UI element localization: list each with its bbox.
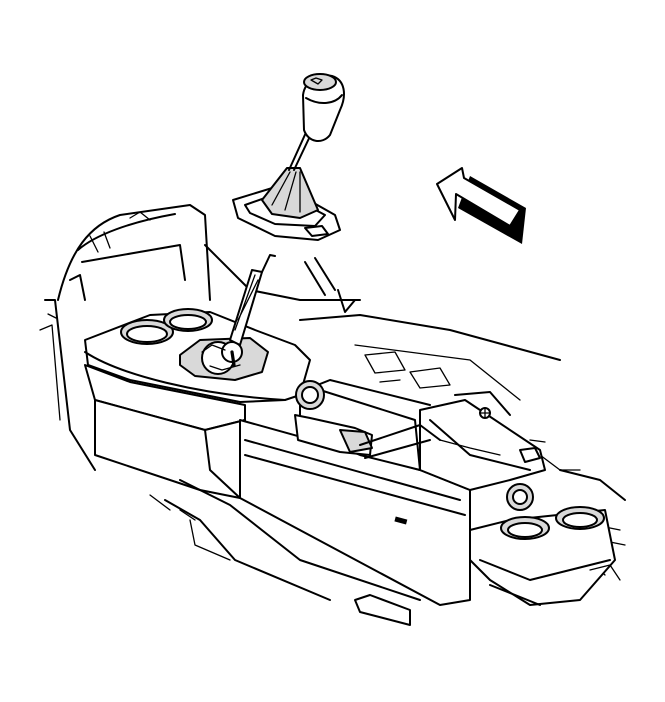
shift-knob <box>288 73 345 171</box>
front-cup-holder <box>120 308 213 345</box>
direction-arrow-icon <box>436 167 526 244</box>
parking-brake-handle <box>294 380 441 459</box>
center-console <box>84 311 546 626</box>
shift-boot <box>232 167 341 241</box>
shift-lever <box>229 254 276 346</box>
rear-cup-holder <box>469 483 621 606</box>
shifter-base <box>179 337 269 381</box>
left-dash-panel <box>39 204 211 471</box>
